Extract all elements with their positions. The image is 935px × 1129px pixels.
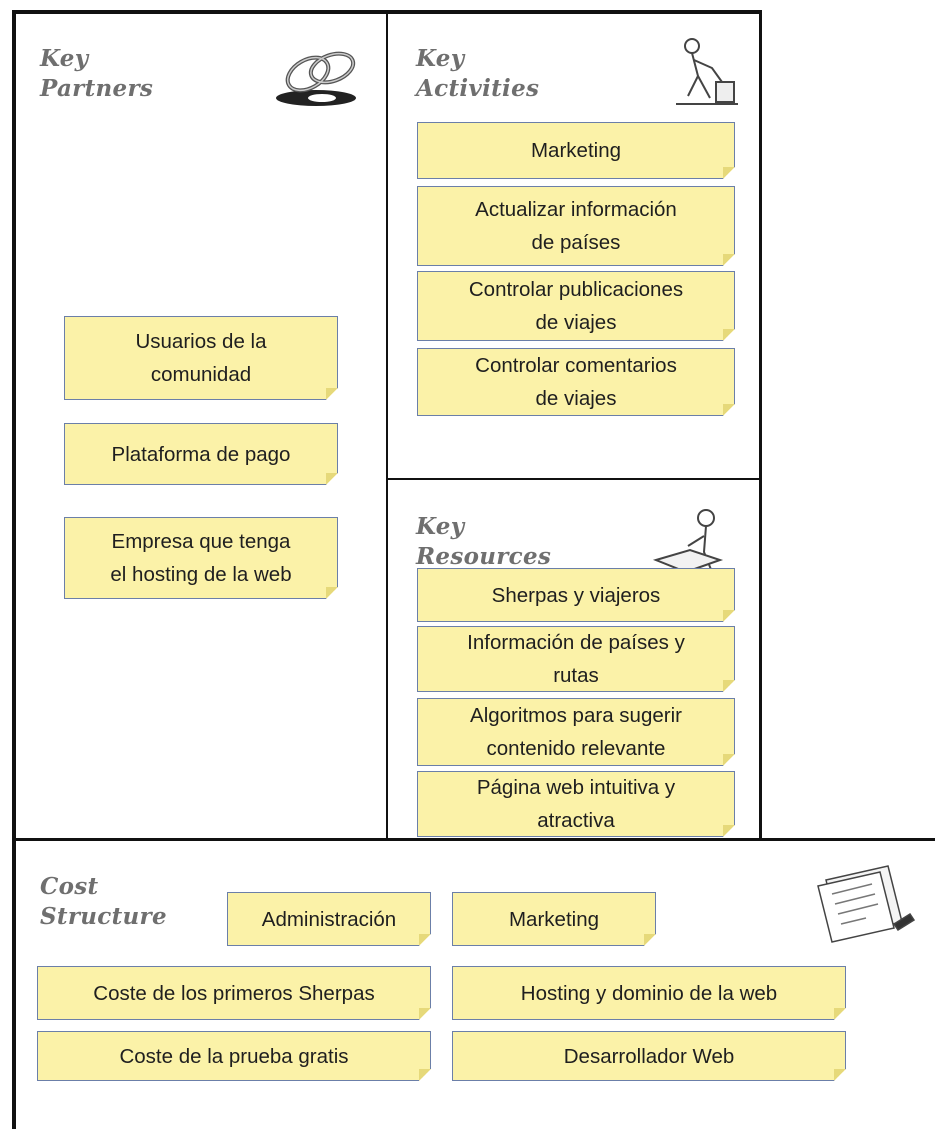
activity-note-marketing: Marketing xyxy=(417,122,735,179)
cost-note-desarrollador-web: Desarrollador Web xyxy=(452,1031,846,1081)
cost-note-hosting-dominio: Hosting y dominio de la web xyxy=(452,966,846,1020)
key-partners-section xyxy=(12,10,388,840)
resource-note-sherpas: Sherpas y viajeros xyxy=(417,568,735,622)
cost-note-administracion: Administración xyxy=(227,892,431,946)
cost-structure-title: Cost Structure xyxy=(40,873,167,930)
worker-icon xyxy=(676,38,738,105)
chain-links-icon xyxy=(276,51,356,106)
cost-note-marketing: Marketing xyxy=(452,892,656,946)
partner-note-plataforma-pago: Plataforma de pago xyxy=(64,423,338,485)
cost-note-primeros-sherpas: Coste de los primeros Sherpas xyxy=(37,966,431,1020)
invoice-papers-icon xyxy=(817,865,916,943)
key-resources-title: Key Resources xyxy=(416,513,552,570)
cost-note-prueba-gratis: Coste de la prueba gratis xyxy=(37,1031,431,1081)
key-partners-title: Key Partners xyxy=(40,45,154,102)
key-activities-title: Key Activities xyxy=(416,45,540,102)
key-activities-section xyxy=(386,10,762,480)
key-resources-section xyxy=(386,478,762,840)
cost-structure-section xyxy=(12,838,935,1129)
